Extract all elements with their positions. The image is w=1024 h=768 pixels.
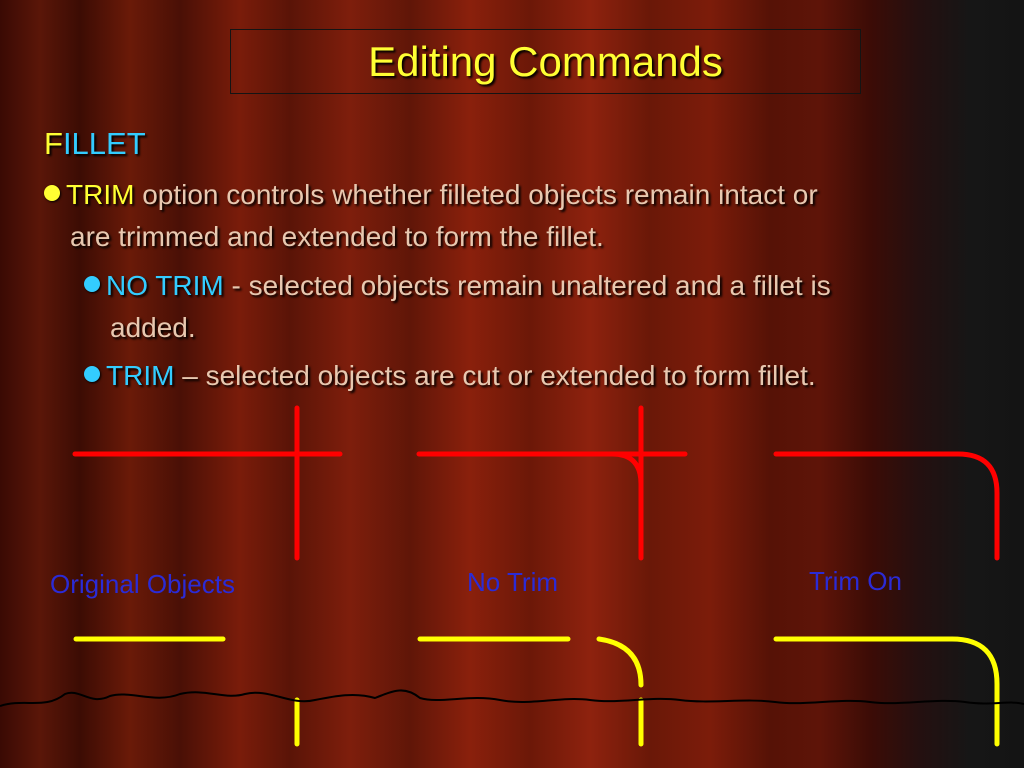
bullet-trim-option: TRIM option controls whether filleted ob… xyxy=(44,174,1004,258)
bullet-trim: TRIM – selected objects are cut or exten… xyxy=(84,355,1004,397)
bullet-text: – selected objects are cut or extended t… xyxy=(174,360,816,391)
bullet-keyword: TRIM xyxy=(66,179,135,210)
bullet-text: option controls whether filleted objects… xyxy=(134,179,818,210)
bullet-text-continued: are trimmed and extended to form the fil… xyxy=(70,221,604,252)
heading-first-letter: F xyxy=(44,126,63,161)
bullet-keyword: TRIM xyxy=(106,360,175,391)
caption-no-trim: No Trim xyxy=(467,567,558,597)
stage-edge-line xyxy=(0,689,1024,707)
trim-filleted-corner xyxy=(773,451,1000,561)
bullet-dot-icon xyxy=(44,185,60,201)
bullet-text-continued: added. xyxy=(110,312,196,343)
notrim-yellow-arc xyxy=(596,636,644,688)
slide-title: Editing Commands xyxy=(368,37,723,85)
notrim-fillet-arc xyxy=(609,451,644,487)
bullet-dot-icon xyxy=(84,276,100,292)
trim-yellow-corner xyxy=(773,636,1000,747)
heading-rest: ILLET xyxy=(62,126,146,161)
bullet-dot-icon xyxy=(84,366,100,382)
red-lines-group xyxy=(72,405,1000,561)
yellow-lines-group xyxy=(73,636,1000,747)
bullet-keyword: NO TRIM xyxy=(106,270,224,301)
section-heading: FILLET xyxy=(44,126,146,162)
bullet-text: - selected objects remain unaltered and … xyxy=(223,270,831,301)
caption-trim-on: Trim On xyxy=(809,566,902,596)
title-box: Editing Commands xyxy=(230,29,861,94)
caption-original-objects: Original Objects xyxy=(50,569,235,599)
bullet-no-trim: NO TRIM - selected objects remain unalte… xyxy=(84,265,1004,349)
